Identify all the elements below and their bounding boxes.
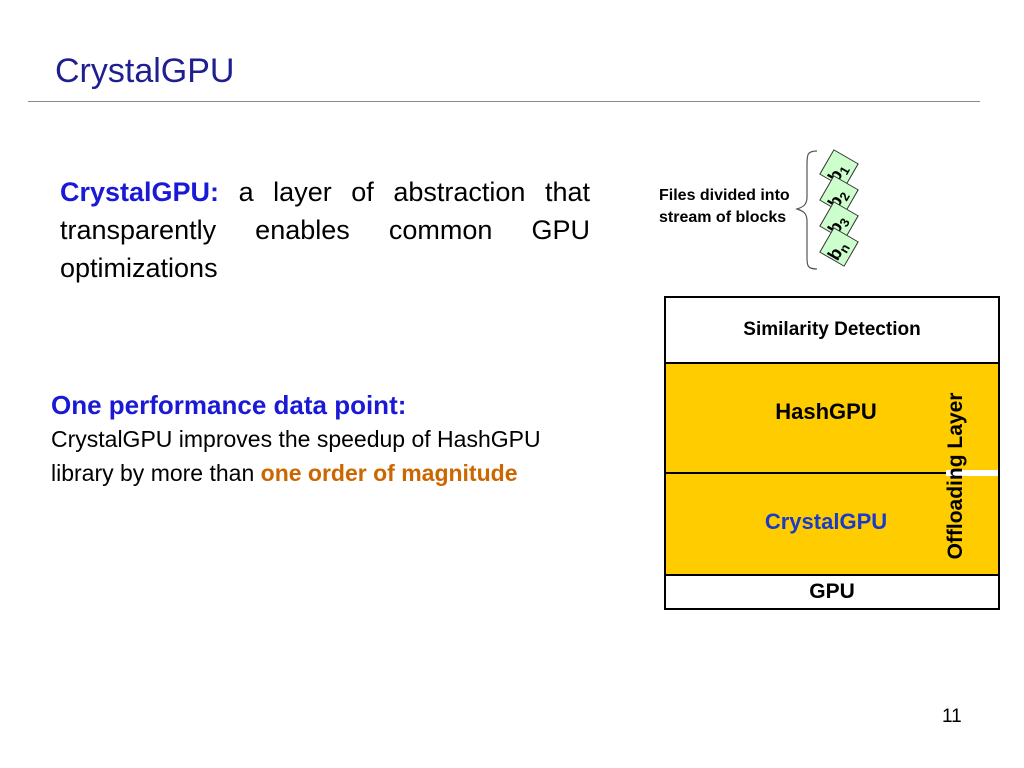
- performance-highlight: one order of magnitude: [260, 460, 518, 486]
- block-1: b1: [819, 149, 859, 189]
- layer-crystalgpu: CrystalGPU: [664, 472, 1000, 576]
- block-3: b3: [819, 201, 859, 241]
- layer-separator-gap: [946, 470, 998, 476]
- performance-heading: One performance data point:: [51, 390, 407, 420]
- page-number: 11: [942, 706, 962, 727]
- offloading-layer-label: Offloading Layer: [944, 392, 967, 560]
- layer-similarity-detection: Similarity Detection: [664, 296, 1000, 364]
- performance-text: CrystalGPU improves the speedup of HashG…: [51, 426, 541, 486]
- curly-brace: [795, 150, 818, 270]
- intro-paragraph: CrystalGPU: a layer of abstraction that …: [60, 173, 590, 287]
- files-label: Files divided into stream of blocks: [659, 187, 790, 226]
- block-4: bn: [819, 227, 859, 267]
- software-stack-diagram: Similarity Detection HashGPU CrystalGPU …: [664, 296, 1000, 612]
- performance-note: One performance data point: CrystalGPU i…: [51, 388, 601, 490]
- layer-gpu: GPU: [664, 574, 1000, 610]
- intro-keyword: CrystalGPU:: [60, 177, 220, 207]
- intro-text: a layer of abstraction that transparentl…: [60, 177, 590, 283]
- slide-title: CrystalGPU: [55, 52, 235, 90]
- title-divider: [28, 101, 980, 102]
